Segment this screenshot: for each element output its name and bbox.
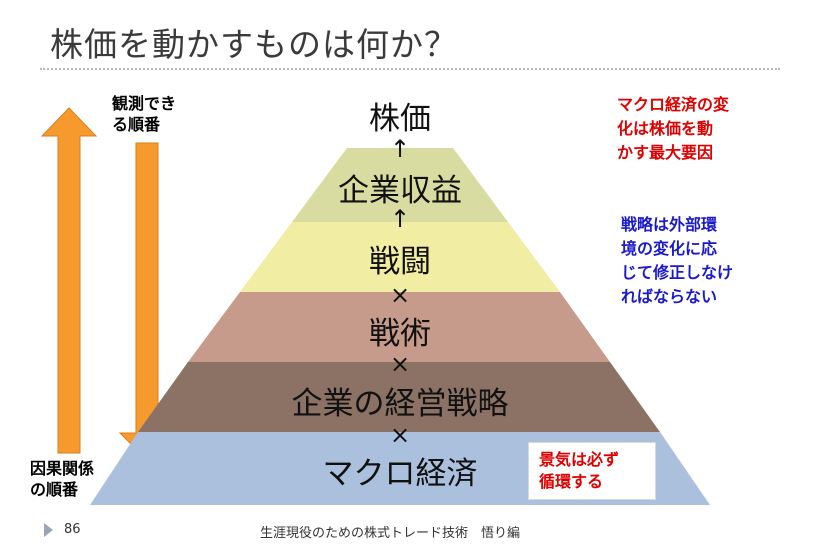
strategy-note: 戦略は外部環 境の変化に応 じて修正しなけ ればならない [621,215,734,306]
slide-title: 株価を動かすものは何か？ [50,25,458,64]
connector-up-2: ↑ [389,205,411,233]
connector-times-2: × [389,350,411,378]
observe-order-label: 観測でき る順番 [112,94,177,134]
layer-label-tactics: 戦術 [369,316,431,352]
layer-label-management-strategy: 企業の経営戦略 [291,386,509,422]
connector-up-1: ↑ [389,135,411,163]
layer-label-stock-price: 株価 [369,101,431,137]
title-divider [40,68,780,70]
layer-label-macro-economy: マクロ経済 [322,456,478,492]
pyramid-layer-2 [292,148,508,222]
pyramid-layer-1 [347,78,453,148]
connector-times-3: × [389,421,411,449]
pyramid-layer-4 [188,292,610,362]
footer-bullet-icon [44,523,53,537]
layer-label-corporate-earnings: 企業収益 [338,173,462,209]
pyramid-layer-3 [240,222,560,292]
page-number: 86 [64,522,81,537]
economic-cycle-note: 景気は必ず 循環する [528,442,656,500]
causal-order-label: 因果関係 の順番 [30,459,95,499]
up-arrow [40,107,98,454]
footer-text: 生涯現役のための株式トレード技術 悟り編 [260,526,521,541]
connector-times-1: × [389,281,411,309]
pyramid-layer-5 [138,362,660,432]
layer-label-battle: 戦闘 [369,244,431,280]
macro-note: マクロ経済の変 化は株価を動 かす最大要因 [617,95,730,162]
